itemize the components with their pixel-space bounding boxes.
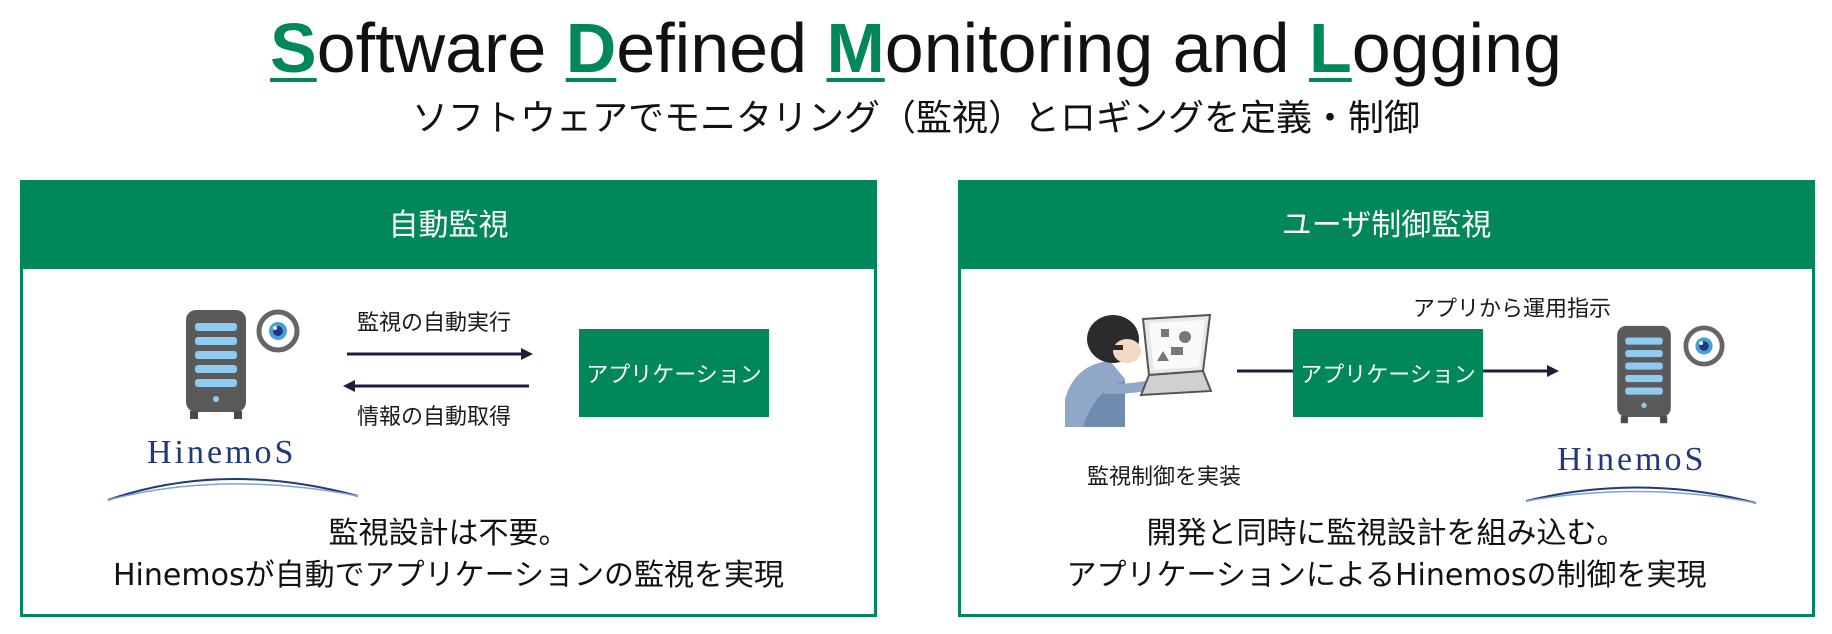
logo-swoosh xyxy=(107,477,359,501)
eye-icon xyxy=(256,309,300,353)
application-box: アプリケーション xyxy=(1293,329,1483,417)
auto-collect-label: 情報の自動取得 xyxy=(357,405,512,430)
laptop-icon xyxy=(1139,313,1213,397)
hinemos-logo-text: HinemoS xyxy=(147,434,297,471)
application-box: アプリケーション xyxy=(579,329,769,417)
title-initial-m: M xyxy=(826,9,885,87)
title-initial-s: S xyxy=(270,9,317,87)
app-instruction-label: アプリから運用指示 xyxy=(1413,297,1612,322)
eye-icon xyxy=(1683,325,1725,367)
title-initial-d: D xyxy=(565,9,617,87)
arrow-left-icon xyxy=(343,380,529,392)
implement-control-label: 監視制御を実装 xyxy=(1087,465,1242,490)
hinemos-logo-text: HinemoS xyxy=(1557,441,1707,478)
hinemos-logo: HinemoS xyxy=(1521,441,1761,511)
auto-monitoring-panel-title: 自動監視 xyxy=(23,183,874,269)
connector-line xyxy=(1237,369,1293,373)
title-part-1: oftware xyxy=(316,9,566,87)
page-title: Software Defined Monitoring and Logging xyxy=(0,6,1832,90)
logo-swoosh xyxy=(1525,486,1757,504)
auto-monitoring-panel: 自動監視 HinemoS xyxy=(20,180,877,617)
title-part-4: ogging xyxy=(1351,9,1562,87)
user-controlled-caption-line2: アプリケーションによるHinemosの制御を実現 xyxy=(1066,558,1707,593)
arrow-right-icon xyxy=(1483,365,1559,377)
auto-execute-label: 監視の自動実行 xyxy=(357,311,512,336)
hinemos-logo: HinemoS xyxy=(103,434,363,504)
page-subtitle: ソフトウェアでモニタリング（監視）とロギングを定義・制御 xyxy=(411,98,1420,139)
user-controlled-monitoring-panel: ユーザ制御監視 監視制御を実装 xyxy=(958,180,1815,617)
server-icon xyxy=(1617,325,1671,424)
title-part-2: efined xyxy=(616,9,827,87)
title-part-3: onitoring and xyxy=(884,9,1309,87)
auto-monitoring-caption-line2: Hinemosが自動でアプリケーションの監視を実現 xyxy=(113,558,784,593)
developer-icon xyxy=(1065,313,1213,427)
user-controlled-caption-line1: 開発と同時に監視設計を組み込む。 xyxy=(1146,516,1627,551)
auto-monitoring-caption-line1: 監視設計は不要。 xyxy=(328,516,569,551)
auto-monitoring-panel-body: HinemoS 監視の自動実行 情報の自動取得 アプリケーション 監視設計は不要… xyxy=(23,269,874,614)
title-initial-l: L xyxy=(1308,9,1352,87)
server-icon xyxy=(186,310,246,419)
user-controlled-monitoring-panel-body: 監視制御を実装 アプリケーション アプリから運用指示 xyxy=(961,269,1812,614)
user-controlled-monitoring-panel-title: ユーザ制御監視 xyxy=(961,183,1812,269)
arrow-right-icon xyxy=(347,348,533,360)
